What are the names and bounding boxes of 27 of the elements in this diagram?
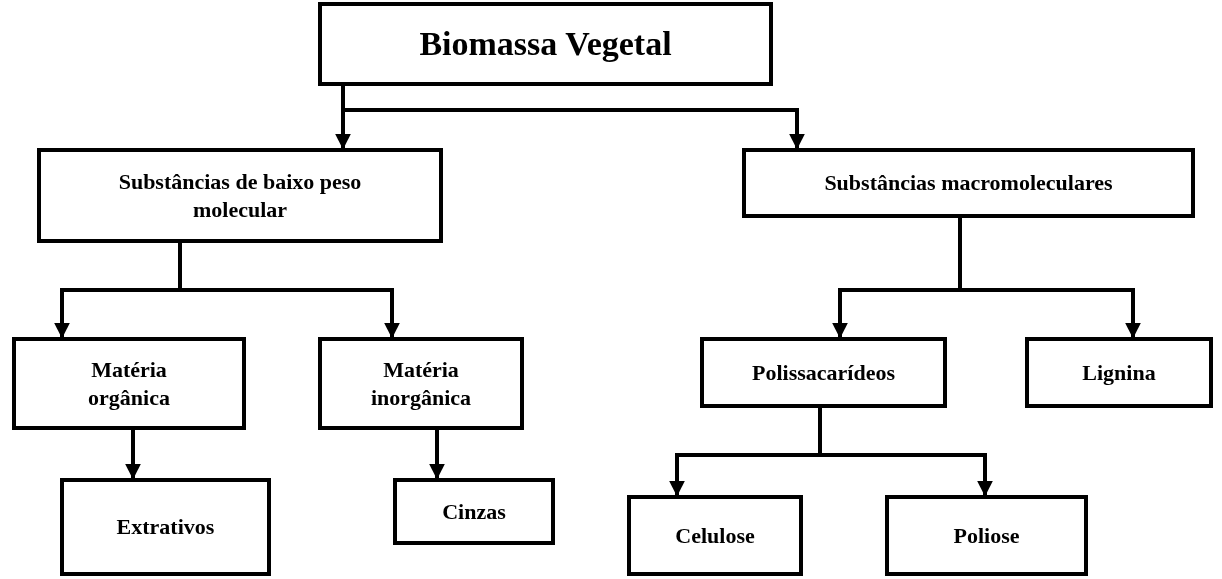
arrow <box>125 430 141 480</box>
category-label: Matéria inorgânica <box>369 356 473 411</box>
category-box <box>627 495 803 576</box>
arrow <box>429 430 445 480</box>
category-label: Extrativos <box>116 513 215 541</box>
category-label: Biomassa Vegetal <box>419 23 672 64</box>
category-label: Lignina <box>1082 358 1156 387</box>
category-box <box>318 2 773 86</box>
arrow <box>958 218 1141 339</box>
category-box <box>37 148 443 243</box>
category-label: Celulose <box>675 521 755 550</box>
category-label: Matéria orgânica <box>87 356 171 411</box>
category-label: Poliose <box>953 521 1020 550</box>
category-label: Cinzas <box>442 497 506 526</box>
category-label: Polissacarídeos <box>752 358 895 387</box>
category-box <box>12 337 246 430</box>
arrow <box>341 86 805 150</box>
category-box <box>700 337 947 408</box>
category-box <box>393 478 555 545</box>
category-box <box>742 148 1195 218</box>
category-box <box>60 478 271 576</box>
category-label: Substâncias de baixo peso molecular <box>117 168 363 223</box>
arrow <box>818 408 993 497</box>
category-label: Substâncias macromoleculares <box>824 169 1113 197</box>
category-box <box>1025 337 1213 408</box>
category-box <box>885 495 1088 576</box>
category-box <box>318 337 524 430</box>
